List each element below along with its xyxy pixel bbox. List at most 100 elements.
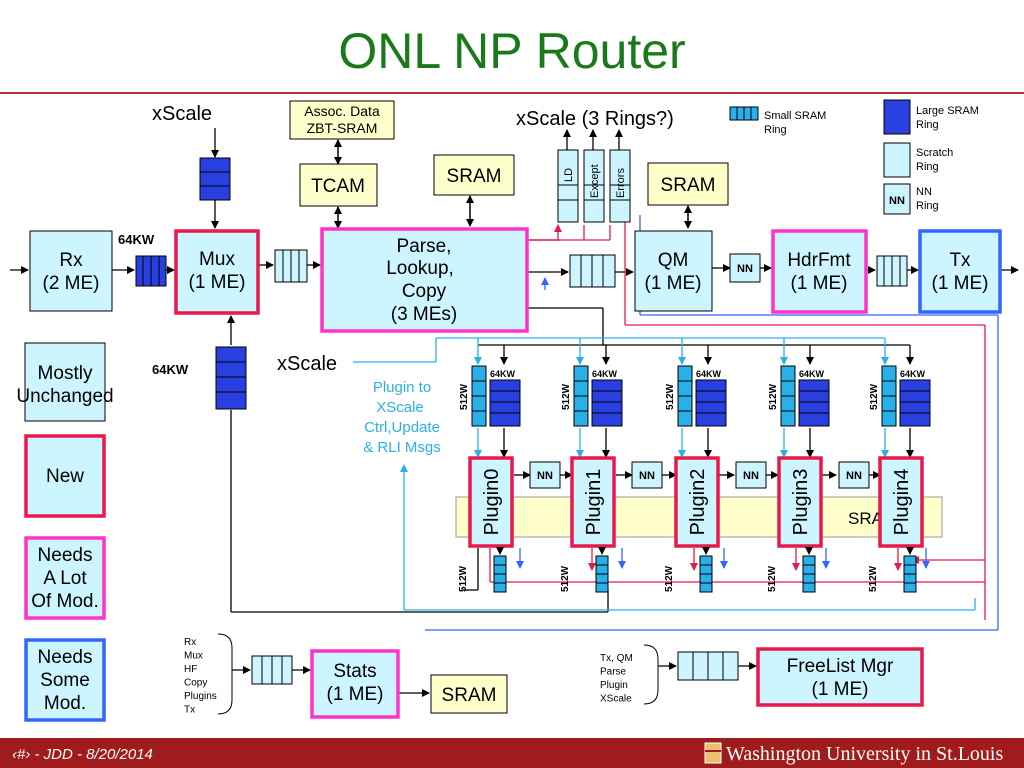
parse-label-3: Copy xyxy=(402,281,447,302)
left-large-ring xyxy=(215,346,247,410)
plugin-nn-label: NN xyxy=(743,470,759,482)
plugin-note-1: Plugin to xyxy=(373,379,431,396)
plugin-box xyxy=(777,456,823,548)
plugin-nn-label: NN xyxy=(537,470,553,482)
kw-mux-label: 64KW xyxy=(118,232,155,247)
legend-nn-1: NN xyxy=(916,186,932,198)
freelist-source-item: Parse xyxy=(600,667,627,678)
nn-label: NN xyxy=(737,263,753,275)
hdrfmt-label-2: (1 ME) xyxy=(791,273,848,294)
plugin-note-2: XScale xyxy=(376,399,424,416)
university-seal-icon xyxy=(704,742,722,764)
plugin-64kw-label: 64KW xyxy=(592,369,618,379)
plugin-label: Plugin3 xyxy=(790,469,812,536)
stats-label-2: (1 ME) xyxy=(327,684,384,705)
legend-nn-2: Ring xyxy=(916,200,939,212)
legend-lot-2: A Lot xyxy=(43,568,87,589)
tcam-label: TCAM xyxy=(311,176,365,197)
legend-unchanged-2: Unchanged xyxy=(16,386,113,407)
plugin-note-3: Ctrl,Update xyxy=(364,419,440,436)
legend-large-1: Large SRAM xyxy=(916,105,979,117)
legend-unchanged-1: Mostly xyxy=(38,363,93,384)
hdrfmt-label-1: HdrFmt xyxy=(787,250,851,271)
legend-some-box xyxy=(24,638,106,722)
assoc-data-box xyxy=(289,100,395,140)
legend-unchanged-box xyxy=(24,342,106,422)
plugin-64kw-label: 64KW xyxy=(799,369,825,379)
freelist-box xyxy=(756,647,924,707)
plugin-64kw-label: 64KW xyxy=(900,369,926,379)
plugin-nn-ring xyxy=(735,461,767,489)
legend-new-box xyxy=(24,434,106,518)
plugin-512w-label: 512W xyxy=(665,383,676,410)
plugin-64kw-ring xyxy=(695,379,727,427)
xscale-mid-label: xScale xyxy=(277,353,337,375)
legend-scratch-1: Scratch xyxy=(916,147,953,159)
plugin-nn-ring xyxy=(631,461,663,489)
plugin-nn-ring xyxy=(838,461,870,489)
xscale-mux-ring xyxy=(199,157,231,201)
tx-label-1: Tx xyxy=(949,250,971,271)
rx-mux-ring xyxy=(135,255,167,287)
stats-source-item: Mux xyxy=(184,651,203,662)
freelist-source-item: Plugin xyxy=(600,680,628,691)
tcam-box xyxy=(299,163,378,207)
plugins-group: 512W64KWPlugin0512WNN512W64KWPlugin1512W… xyxy=(458,365,931,593)
assoc-data-line2: ZBT-SRAM xyxy=(307,120,378,136)
plugin-out-512w-label: 512W xyxy=(560,565,571,592)
plugin-64kw-label: 64KW xyxy=(490,369,516,379)
parse-label-4: (3 MEs) xyxy=(391,304,458,325)
qm-box xyxy=(634,230,713,312)
qm-label-1: QM xyxy=(658,250,689,271)
nn-qm-hdrfmt xyxy=(729,253,761,283)
freelist-bracket xyxy=(643,644,659,705)
plugin-512w-label: 512W xyxy=(869,383,880,410)
rx-label-2: (2 ME) xyxy=(43,273,100,294)
freelist-source-item: XScale xyxy=(600,694,632,705)
plugin-64kw-ring xyxy=(591,379,623,427)
legend-scratch-2: Ring xyxy=(916,161,939,173)
rx-label-1: Rx xyxy=(59,250,83,271)
parse-label-1: Parse, xyxy=(397,236,452,257)
plugin-64kw-label: 64KW xyxy=(696,369,722,379)
plugin-nn-label: NN xyxy=(639,470,655,482)
legend-small-1: Small SRAM xyxy=(764,110,826,122)
ring-errors-label: Errors xyxy=(615,168,627,198)
plugin-64kw-ring xyxy=(899,379,931,427)
plugin-512w-label: 512W xyxy=(768,383,779,410)
plugin-512w-label: 512W xyxy=(459,383,470,410)
plugin-box xyxy=(674,456,720,548)
plugin-box xyxy=(468,456,514,548)
plugin-box xyxy=(878,456,924,548)
stats-ring xyxy=(251,655,293,685)
legend-large-2: Ring xyxy=(916,119,939,131)
sram-parse-box xyxy=(433,154,515,196)
legend-lot-box xyxy=(24,536,106,620)
footer-right: Washington University in St.Louis xyxy=(726,743,1003,765)
mux-parse-ring xyxy=(274,249,308,283)
legend-some-2: Some xyxy=(40,670,90,691)
plugin-nn-ring xyxy=(529,461,561,489)
stats-label-1: Stats xyxy=(333,661,376,682)
legend-some-3: Mod. xyxy=(44,693,86,714)
plugin-64kw-ring xyxy=(798,379,830,427)
sram-stats-label: SRAM xyxy=(442,685,497,706)
plugin-label: Plugin4 xyxy=(891,469,913,536)
legend-new: New xyxy=(46,466,84,487)
qm-label-2: (1 ME) xyxy=(645,273,702,294)
plugin-label: Plugin2 xyxy=(687,469,709,536)
rx-box xyxy=(29,230,113,312)
legend-small-2: Ring xyxy=(764,124,787,136)
red-connections xyxy=(489,215,986,620)
cyan-connections xyxy=(353,337,976,611)
stats-bracket xyxy=(217,633,233,715)
stats-source-item: Copy xyxy=(184,678,207,689)
tx-label-2: (1 ME) xyxy=(932,273,989,294)
xscale-rings-label: xScale (3 Rings?) xyxy=(516,108,674,130)
connections xyxy=(10,128,1019,697)
hdrfmt-tx-ring xyxy=(876,255,908,287)
ring-except-label: Except xyxy=(589,164,601,198)
legend-lot-1: Needs xyxy=(38,545,93,566)
